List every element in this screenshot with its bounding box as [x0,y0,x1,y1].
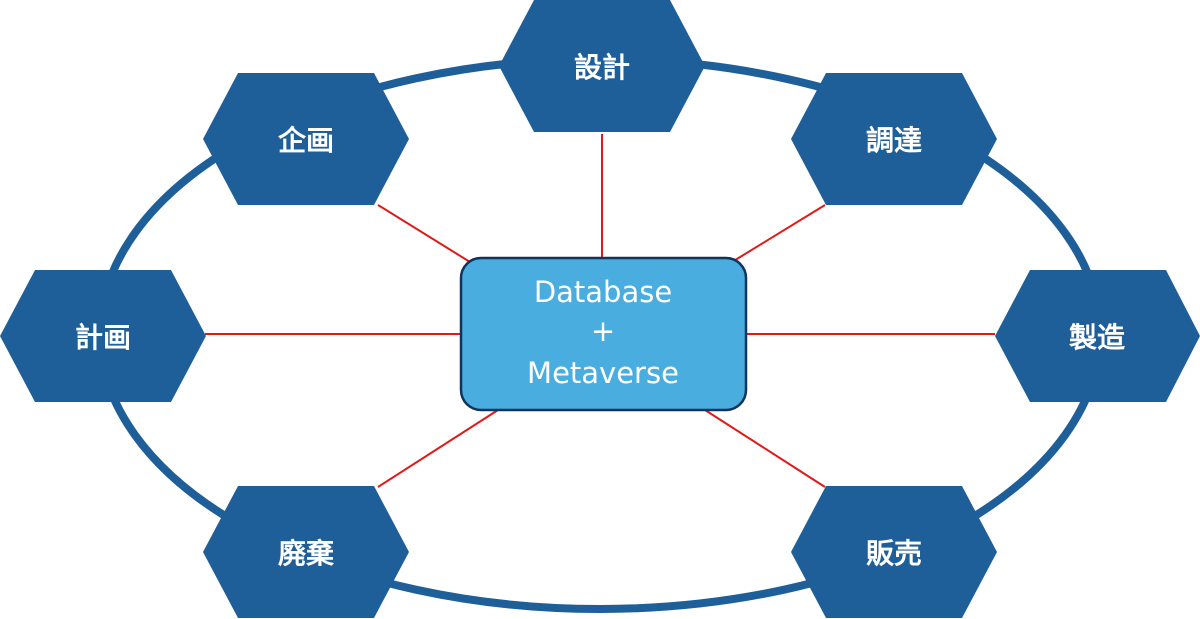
connector-kikaku [377,204,471,263]
stage-label-haiki: 廃棄 [278,537,335,570]
hexagon-seizo [995,270,1200,402]
hexagon-sekkei [499,0,705,132]
stage-keikaku: 計画 [0,270,206,402]
hexagon-hanbai [791,486,997,618]
stage-kikaku: 企画 [203,73,409,205]
stage-label-sekkei: 設計 [574,51,630,84]
hexagon-haiki [203,486,409,618]
stage-haiki: 廃棄 [203,486,409,618]
stage-seizo: 製造 [995,270,1200,402]
hexagon-chotatsu [791,73,997,205]
connector-hanbai [704,409,826,488]
stage-chotatsu: 調達 [791,73,997,205]
stage-hanbai: 販売 [791,486,997,618]
stage-label-chotatsu: 調達 [866,124,922,157]
center-line-database: Database [534,275,672,309]
center-box [459,256,748,412]
connectors [205,134,995,488]
connector-chotatsu [731,204,826,263]
center-node: Database + Metaverse [459,256,748,412]
stage-label-hanbai: 販売 [866,537,922,570]
connector-haiki [377,409,499,488]
center-line-metaverse: Metaverse [527,356,679,390]
stage-label-seizo: 製造 [1069,321,1125,354]
stage-sekkei: 設計 [499,0,705,132]
stage-label-kikaku: 企画 [278,124,334,157]
hexagon-kikaku [203,73,409,205]
center-line-plus: + [591,314,615,348]
stage-label-keikaku: 計画 [75,321,131,354]
hexagon-keikaku [0,270,206,402]
